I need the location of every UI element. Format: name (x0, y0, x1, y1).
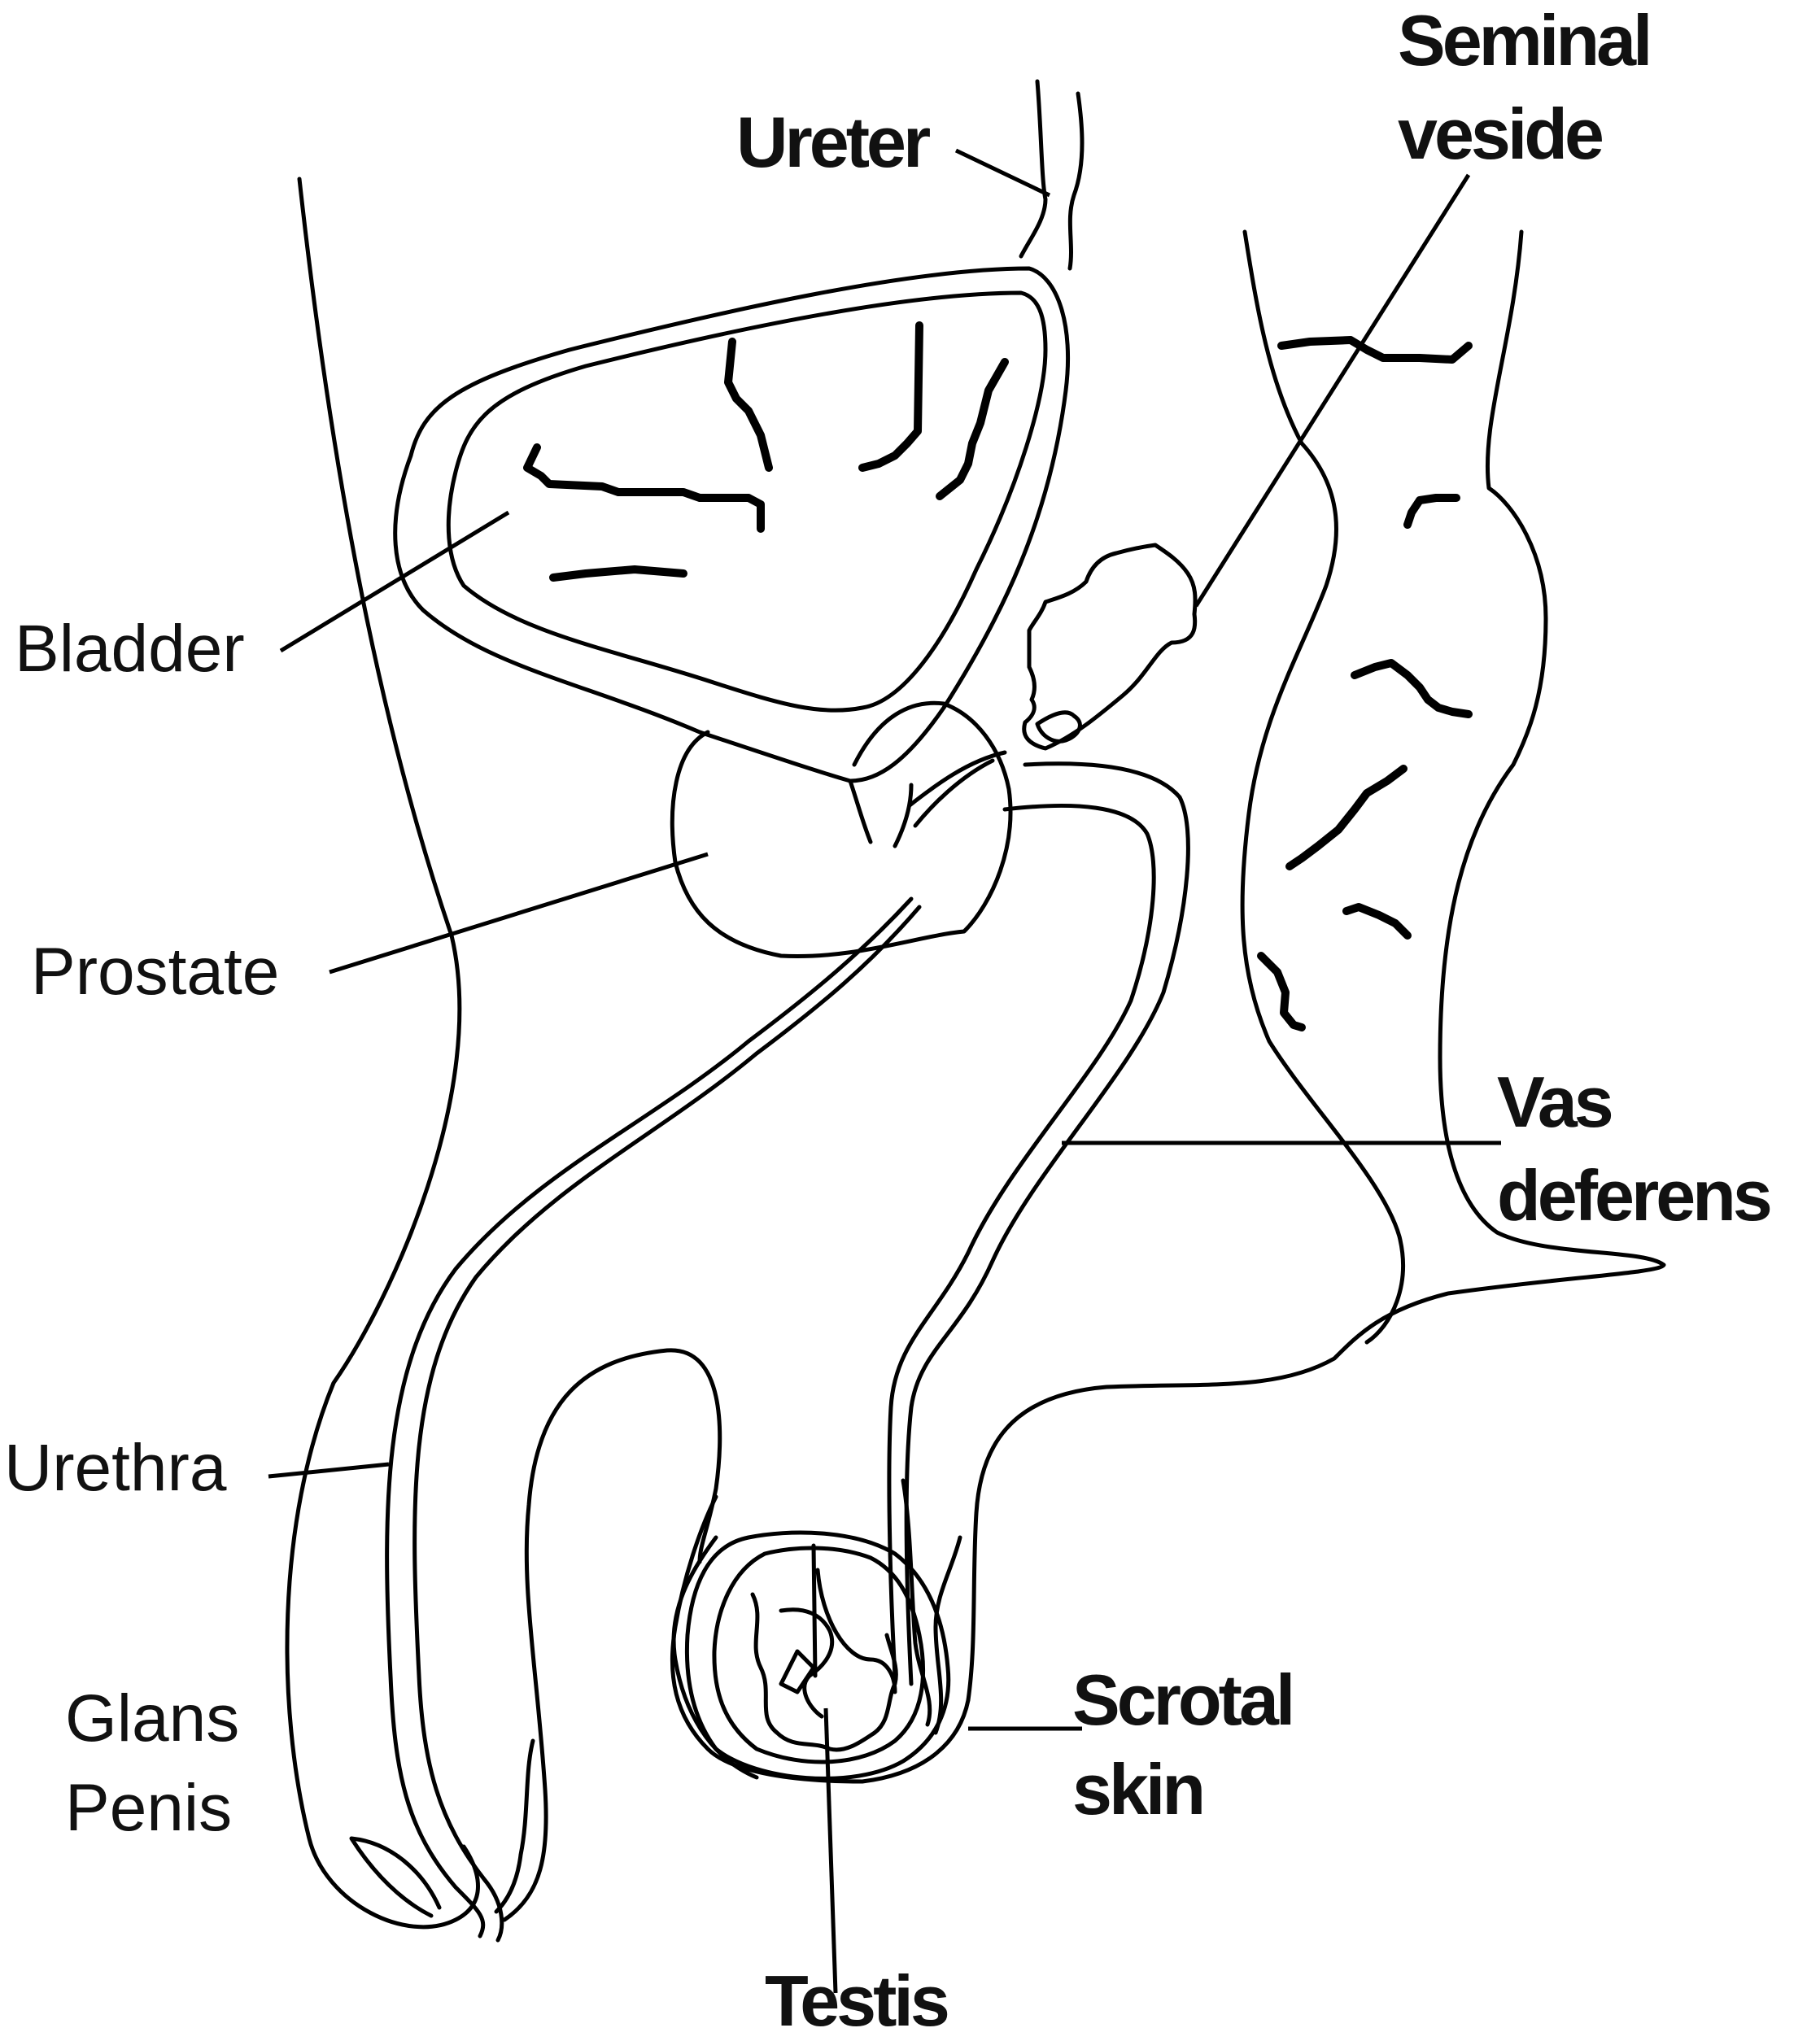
leader-testis (823, 1707, 838, 1994)
glans-penis (349, 1836, 442, 1918)
body-outline-right-inner (1240, 229, 1405, 1345)
urethra-inner (412, 905, 922, 1943)
body-outline-left (285, 177, 480, 1930)
vas-deferens-inner (887, 803, 1156, 1678)
ureter (1019, 79, 1085, 271)
label-seminal-line1: Seminal (1398, 0, 1649, 81)
label-glans-line2: Penis (65, 1771, 232, 1845)
penis-inner-edge (494, 1738, 535, 1914)
label-vas-line2: deferens (1497, 1155, 1770, 1236)
bladder-fold (549, 565, 687, 582)
bladder-inner (446, 290, 1048, 713)
vas-deferens-duct (907, 750, 1007, 828)
thigh-fold (1403, 496, 1424, 529)
body-outline-right-outer (966, 229, 1666, 1703)
label-bladder: Bladder (15, 612, 245, 686)
testis-lobules (750, 1543, 898, 1752)
label-glans-line1: Glans (65, 1681, 239, 1755)
thigh-fold (1257, 952, 1306, 1031)
label-prostate: Prostate (31, 935, 279, 1009)
bladder-fold (523, 443, 765, 533)
label-testis: Testis (765, 1960, 948, 2041)
label-seminal-line2: veside (1398, 94, 1602, 174)
leader-ureter (954, 148, 1051, 198)
epididymis (901, 1478, 962, 1735)
thigh-fold (1342, 903, 1412, 940)
label-ureter: Ureter (736, 102, 930, 182)
testis-layer (712, 1546, 926, 1764)
seminal-vesicle (1022, 543, 1198, 751)
label-urethra: Urethra (4, 1431, 227, 1505)
bladder-neck (848, 778, 914, 848)
bladder-fold (724, 338, 773, 472)
bladder-fold (936, 358, 1009, 500)
thigh-fold (1285, 765, 1408, 870)
urethra-outer (385, 896, 914, 1939)
label-scrotal-line2: skin (1072, 1749, 1202, 1829)
vas-deferens-outer (904, 761, 1190, 1686)
leader-bladder (279, 510, 510, 653)
bladder-fold (858, 321, 923, 472)
penis-shaft-lower (502, 1348, 722, 1922)
leader-urethra (268, 1462, 390, 1479)
seminal-vesicle-knot (1035, 710, 1082, 744)
bladder-outer (393, 266, 1070, 783)
scrotal-wall-left (671, 1535, 759, 1780)
thigh-fold (1416, 494, 1460, 504)
thigh-fold (1351, 659, 1473, 718)
leader-seminal (1194, 173, 1471, 608)
label-scrotal-line1: Scrotal (1072, 1659, 1292, 1740)
leader-prostate (329, 852, 709, 975)
testis-outer (684, 1530, 951, 1781)
label-vas-line1: Vas (1497, 1062, 1612, 1142)
thigh-fold (1277, 336, 1473, 364)
